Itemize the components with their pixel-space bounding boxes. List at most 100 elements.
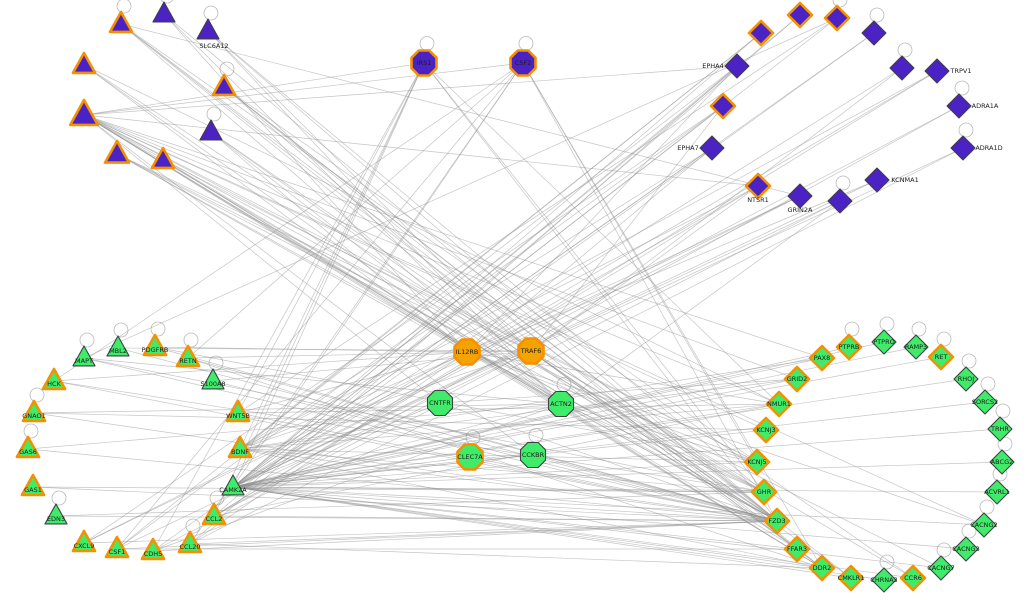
node-PTPRO[interactable]	[871, 329, 897, 355]
node-CACNG7[interactable]	[928, 555, 954, 581]
node-pt2[interactable]	[152, 1, 176, 23]
node-pt7[interactable]	[199, 119, 223, 141]
graph-edge	[232, 402, 441, 488]
node-pd2[interactable]	[786, 1, 814, 29]
node-CXCL9[interactable]	[71, 529, 97, 553]
graph-edge	[232, 456, 471, 488]
node-pt5[interactable]	[211, 73, 237, 97]
node-CCKBR[interactable]	[519, 441, 547, 469]
node-GAS6[interactable]	[15, 435, 41, 459]
node-EPHA7[interactable]	[699, 135, 725, 161]
node-DDR2[interactable]	[808, 554, 836, 582]
graph-edge	[466, 147, 713, 353]
graph-edge	[83, 114, 767, 431]
node-ADRA1D[interactable]	[950, 135, 976, 161]
node-pt4[interactable]	[71, 51, 97, 75]
node-GNAO1[interactable]	[21, 399, 47, 423]
node-S100A8[interactable]	[201, 368, 225, 390]
graph-edge	[83, 64, 780, 405]
self-loop-edge	[185, 518, 201, 534]
self-loop-edge	[113, 322, 129, 338]
graph-edge	[232, 486, 942, 569]
edge-layer	[27, 13, 1003, 581]
node-pd14[interactable]	[827, 188, 853, 214]
node-pd8[interactable]	[709, 92, 737, 120]
node-RET[interactable]	[927, 343, 955, 371]
node-KCNJ3[interactable]	[752, 416, 780, 444]
node-TRHR[interactable]	[987, 416, 1013, 442]
graph-edge	[423, 62, 765, 493]
graph-edge	[239, 147, 713, 450]
node-SLC6A12[interactable]	[196, 18, 220, 40]
graph-edge	[212, 350, 532, 382]
node-TRPV1[interactable]	[924, 58, 950, 84]
node-CAMK2A[interactable]	[221, 474, 245, 496]
graph-edge	[83, 357, 765, 493]
node-CCL2[interactable]	[201, 502, 227, 526]
node-CACNG2[interactable]	[971, 512, 997, 538]
node-BDNF[interactable]	[227, 435, 253, 459]
node-KCNMA1[interactable]	[864, 167, 890, 193]
node-NMUR1[interactable]	[765, 390, 793, 418]
self-loop-edge	[958, 122, 974, 138]
graph-edge	[560, 403, 778, 522]
node-PAX8[interactable]	[808, 344, 836, 372]
graph-edge	[439, 378, 798, 404]
node-ABCG2[interactable]	[989, 449, 1015, 475]
node-TRAF6[interactable]	[517, 337, 545, 365]
node-CHRNA3[interactable]	[871, 567, 897, 593]
node-CMKLR1[interactable]	[837, 564, 865, 592]
graph-edge	[83, 105, 724, 544]
node-ACTN2[interactable]	[547, 390, 575, 418]
node-CACNG3[interactable]	[953, 536, 979, 562]
node-pt9[interactable]	[150, 146, 176, 170]
node-pd6[interactable]	[889, 55, 915, 81]
node-FZD3[interactable]	[763, 507, 791, 535]
node-FFAR3[interactable]	[783, 535, 811, 563]
node-NTSR1[interactable]	[744, 172, 772, 200]
node-pd4[interactable]	[861, 20, 887, 46]
node-CCR6[interactable]	[899, 564, 927, 592]
node-CSF1[interactable]	[104, 535, 130, 559]
node-EDN3[interactable]	[44, 503, 68, 525]
node-pt6[interactable]	[68, 98, 100, 127]
node-HCK[interactable]	[41, 367, 67, 391]
node-WNT5B[interactable]	[225, 399, 251, 423]
node-IL12RB[interactable]	[453, 338, 481, 366]
node-ADRA1A[interactable]	[946, 93, 972, 119]
node-IRS1[interactable]	[410, 49, 438, 77]
node-PDGFRB[interactable]	[142, 333, 168, 357]
graph-edge	[239, 350, 532, 450]
node-RETN[interactable]	[175, 344, 201, 368]
self-loop-edge	[995, 403, 1011, 419]
node-PTPRB[interactable]	[835, 333, 863, 361]
node-CCL20[interactable]	[177, 530, 203, 554]
node-KCNJ5[interactable]	[743, 448, 771, 476]
node-GAS1[interactable]	[20, 473, 46, 497]
node-pd1[interactable]	[747, 19, 775, 47]
node-CLEC7A[interactable]	[456, 443, 484, 471]
node-RHOJ[interactable]	[953, 366, 979, 392]
node-ACVRL1[interactable]	[984, 479, 1010, 505]
node-MAPT[interactable]	[72, 345, 96, 367]
node-pd3[interactable]	[823, 4, 851, 32]
node-CSF2[interactable]	[509, 49, 537, 77]
graph-edge	[187, 62, 524, 359]
node-GRIN2A[interactable]	[787, 183, 813, 209]
node-MBL2[interactable]	[106, 335, 130, 357]
node-layer	[15, 1, 1015, 593]
node-RAMP3[interactable]	[903, 334, 929, 360]
node-EPHA4[interactable]	[724, 53, 750, 79]
node-CNTFR[interactable]	[426, 389, 454, 417]
self-loop-edge	[869, 7, 885, 23]
node-GRID2[interactable]	[783, 365, 811, 393]
node-SORCS2[interactable]	[972, 389, 998, 415]
graph-edge	[27, 448, 778, 522]
node-pt1[interactable]	[108, 10, 134, 34]
self-loop-edge	[979, 499, 995, 515]
node-pt8[interactable]	[103, 139, 131, 164]
node-GHR[interactable]	[750, 478, 778, 506]
node-CDH5[interactable]	[140, 537, 166, 561]
graph-edge	[237, 412, 778, 522]
